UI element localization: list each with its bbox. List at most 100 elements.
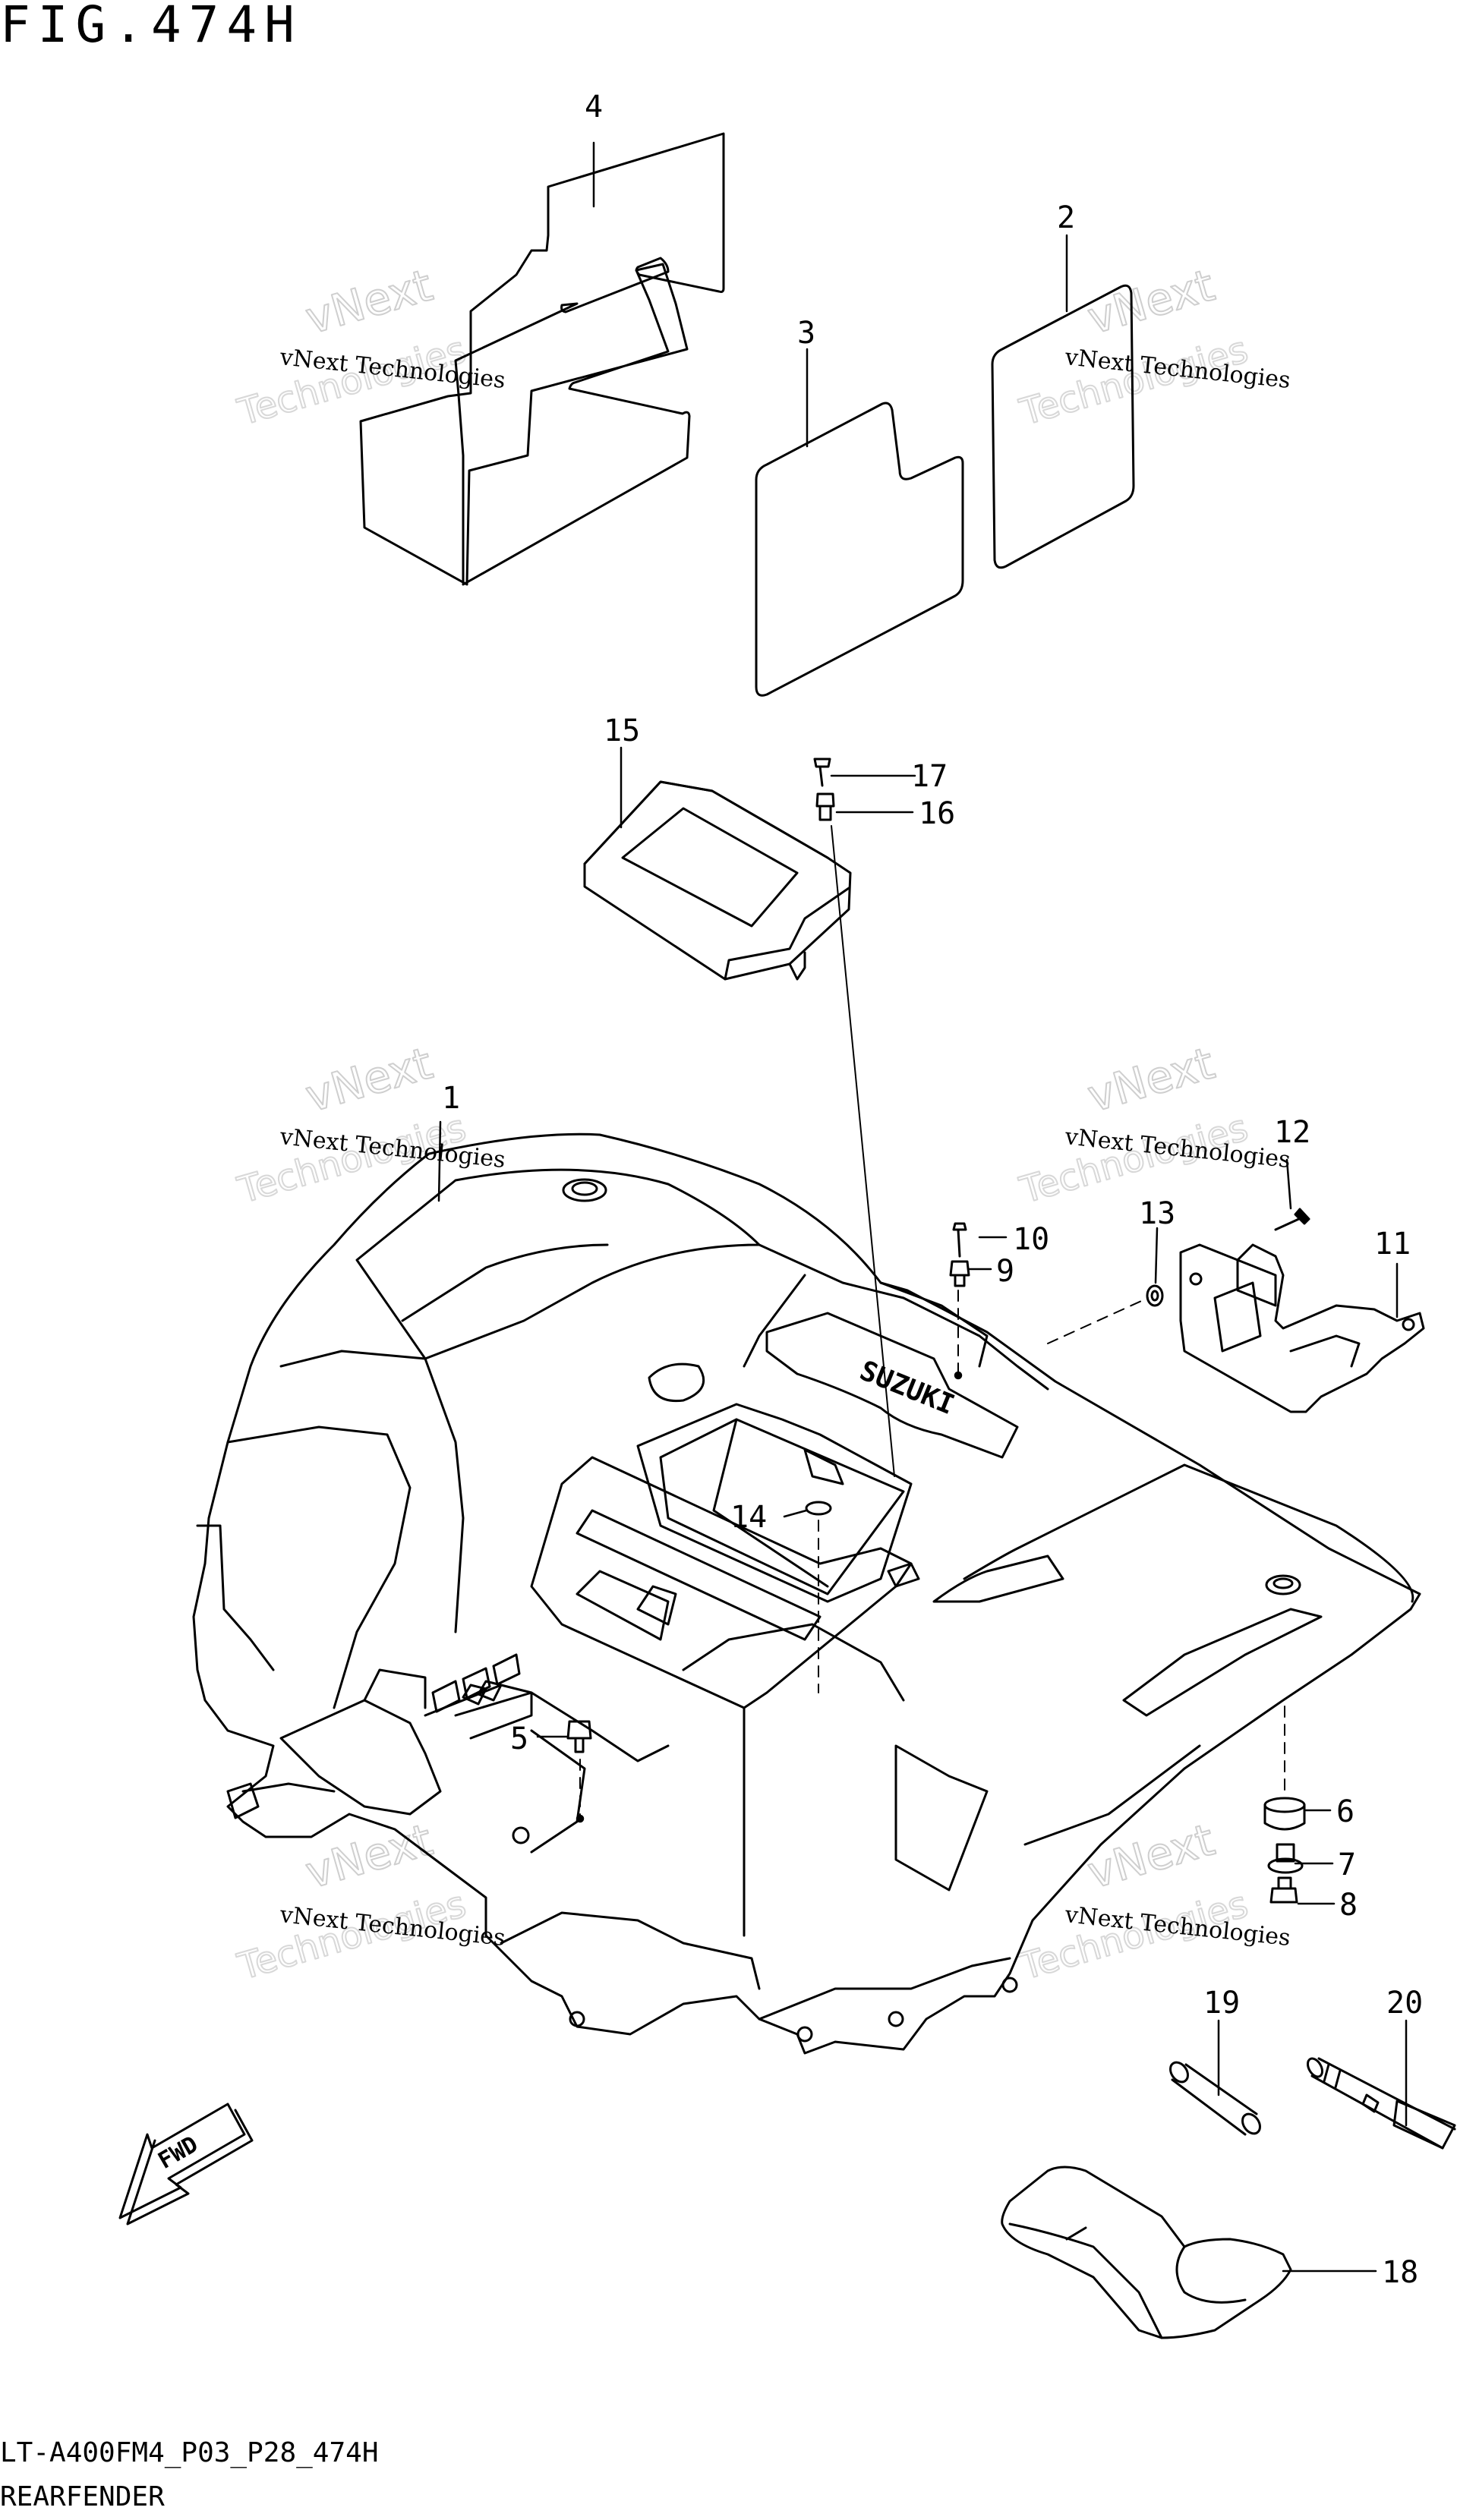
part-12-shank (1274, 1216, 1304, 1231)
part-10-head (952, 1222, 967, 1231)
right-mount-hole-inner (1273, 1577, 1294, 1589)
part-9-nut (949, 1260, 970, 1287)
part-17-shank (818, 765, 824, 787)
watermark: vNext Technologies vNext Technologies (232, 1813, 506, 1989)
part-20-slot (1361, 2093, 1380, 2113)
callout-9: 9 (996, 1254, 1014, 1289)
part-7-collar (1267, 1843, 1304, 1874)
part-20-barrel (1392, 2099, 1456, 2150)
watermark: vNext Technologies vNext Technologies (232, 258, 506, 434)
part-5-flange (574, 1737, 585, 1753)
callout-8: 8 (1339, 1888, 1358, 1923)
fender-outline (192, 1132, 1421, 2055)
part-13-inner (1150, 1290, 1159, 1302)
watermark-group: vNext Technologies vNext Technologies vN… (232, 258, 1291, 1989)
leader-13 (1154, 1227, 1159, 1284)
storage-box-rim (636, 1403, 913, 1603)
part-18-tool-bag (1001, 2166, 1292, 2339)
part-11-tab (1236, 1258, 1277, 1307)
part-7-stem (1276, 1843, 1295, 1863)
right-wing-top (963, 1463, 1414, 1603)
drawing-code: LT-A400FM4_P03_P28_474H (0, 2437, 379, 2468)
part-15-outline (583, 780, 852, 981)
part-8-shank (1277, 1876, 1292, 1890)
part-10-screw (952, 1222, 967, 1258)
center-channel-wall (530, 1729, 586, 1854)
part-4-outline (359, 132, 725, 586)
front-bracket-top (363, 1668, 427, 1709)
watermark-large-word: vNext (1082, 1037, 1220, 1122)
left-inner-wall (279, 1350, 465, 1633)
forward-direction-arrow: FWD (118, 2103, 254, 2225)
part-12-head (1294, 1208, 1310, 1225)
storage-box-fold (712, 1418, 829, 1588)
part-7-flange (1267, 1857, 1304, 1874)
part-2-label-plate (991, 284, 1135, 569)
leader-12 (1285, 1158, 1292, 1210)
part-16-nut (815, 792, 835, 821)
deck-rear-edge (758, 1243, 1049, 1391)
part-4-label-sheet (359, 132, 725, 586)
front-lip (241, 1782, 336, 1793)
left-side-panel (226, 1425, 412, 1709)
part-8-head (1269, 1887, 1298, 1904)
callout-4: 4 (585, 90, 603, 124)
part-20-bottom-edge (1310, 2074, 1444, 2150)
watermark: vNext Technologies vNext Technologies (232, 1036, 506, 1212)
part-18-flap (1175, 2245, 1247, 2304)
callout-7: 7 (1338, 1847, 1356, 1882)
part-11-hole-2 (1402, 1318, 1415, 1331)
callout-12: 12 (1274, 1115, 1310, 1150)
fwd-arrow-shadow (126, 2109, 254, 2225)
emblem-panel (765, 1312, 1019, 1459)
part-10-shank (957, 1228, 961, 1258)
anchor-dot-9 (954, 1371, 963, 1380)
watermark: vNext Technologies vNext Technologies (1014, 1036, 1291, 1212)
part-16-collar (818, 805, 832, 821)
part-15-edge (724, 887, 850, 981)
assembly-line-16 (831, 825, 895, 1477)
skirt-hole-1 (569, 2011, 585, 2027)
part-5-head (566, 1720, 592, 1740)
left-hump-ridge (401, 1243, 609, 1322)
left-fender-lip (196, 1524, 275, 1671)
vent-slots (431, 1653, 521, 1713)
deck-hole-left (648, 1362, 705, 1403)
callout-19: 19 (1203, 1986, 1240, 2021)
part-20-top-edge (1317, 2057, 1456, 2131)
callout-numbers: 1 2 3 4 5 6 7 8 9 10 11 12 13 14 15 16 1… (442, 90, 1423, 2290)
part-9-body (949, 1260, 970, 1277)
watermark: vNext Technologies vNext Technologies (1014, 1813, 1291, 1989)
assembly-line-13 (1047, 1297, 1149, 1344)
part-6-top (1263, 1797, 1306, 1813)
skirt-hole-3 (888, 2011, 904, 2027)
skirt-edge-left (500, 1911, 761, 1990)
callout-11: 11 (1374, 1227, 1411, 1262)
part-13-outer (1146, 1284, 1164, 1307)
deck-divider (743, 1274, 806, 1368)
part-14-grommet (805, 1501, 832, 1516)
callout-10: 10 (1013, 1222, 1049, 1257)
left-tab (226, 1782, 260, 1819)
part-11-slot (1213, 1281, 1262, 1353)
watermark: vNext Technologies vNext Technologies (1014, 258, 1291, 434)
part-15-recess (621, 807, 799, 928)
part-18-outline (1001, 2166, 1292, 2339)
part-15-storage-box-lid (583, 780, 852, 981)
right-wing-edge (879, 1281, 989, 1368)
callout-18: 18 (1382, 2255, 1418, 2290)
left-mount-hole (562, 1178, 607, 1202)
callout-3: 3 (797, 316, 815, 351)
leader-lines (437, 141, 1408, 2273)
part-6-body (1263, 1803, 1306, 1831)
part-20-end (1307, 2057, 1323, 2078)
part-6-grommet (1263, 1797, 1306, 1831)
callout-13: 13 (1139, 1196, 1175, 1231)
part-17-head (813, 758, 831, 768)
watermark-large-word: vNext (1082, 259, 1220, 344)
watermark-large-word: vNext (300, 1813, 438, 1898)
storage-box-inner (659, 1418, 905, 1595)
part-3-label-plate (755, 402, 964, 697)
